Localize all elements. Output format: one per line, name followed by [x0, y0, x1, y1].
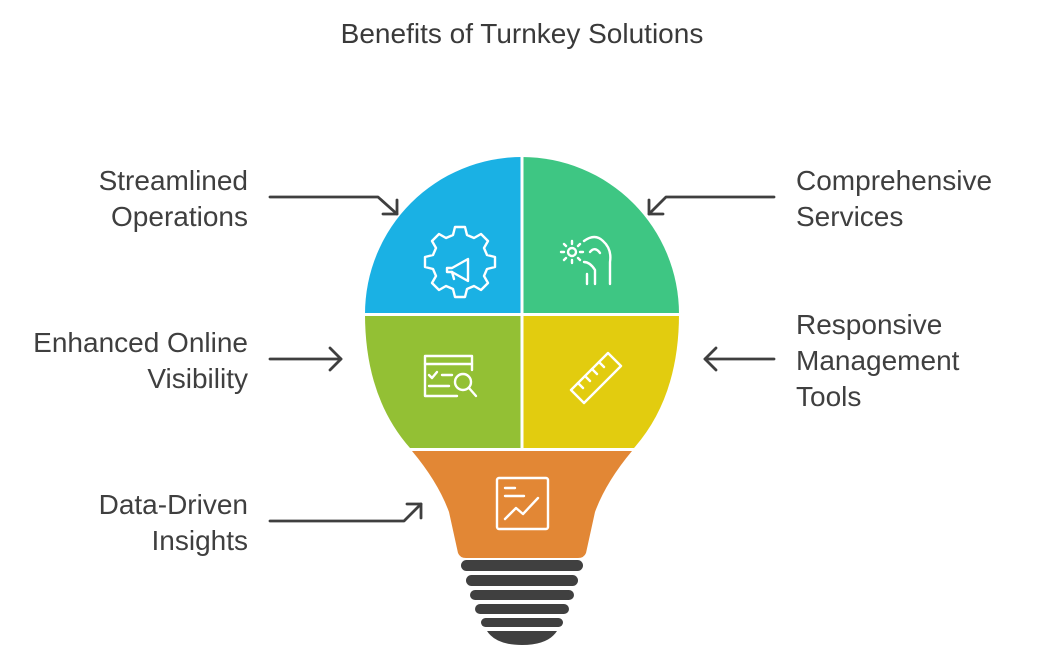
label-line: Streamlined — [98, 165, 248, 196]
bulb-screw-base — [461, 560, 583, 645]
chart-report-icon — [495, 476, 550, 531]
label-line: Visibility — [147, 363, 248, 394]
label-line: Data-Driven — [98, 489, 248, 520]
screw-thread — [461, 560, 583, 571]
segment-enhanced-online-visibility — [365, 316, 521, 448]
segment-data-driven-insights — [412, 451, 632, 558]
arrow-insights — [268, 502, 423, 523]
label-data-driven-insights: Data-Driven Insights — [99, 487, 248, 559]
label-line: Comprehensive — [796, 165, 993, 196]
arrow-visibility — [268, 346, 343, 372]
browser-search-icon — [423, 354, 478, 398]
label-line: Operations — [111, 201, 248, 232]
arrow-streamlined — [268, 195, 399, 216]
screw-thread — [466, 575, 578, 586]
label-streamlined-operations: Streamlined Operations — [99, 163, 248, 235]
label-line: Enhanced Online — [33, 327, 248, 358]
gear-megaphone-icon — [423, 225, 497, 299]
ruler-icon — [569, 351, 623, 405]
label-enhanced-online-visibility: Enhanced Online Visibility — [33, 325, 248, 397]
screw-thread — [481, 618, 563, 627]
label-responsive-management-tools: Responsive Management Tools — [796, 307, 959, 415]
label-line: Management — [796, 345, 960, 376]
screw-thread — [470, 590, 574, 600]
screw-tip — [487, 631, 557, 645]
label-line: Responsive — [796, 309, 943, 340]
label-line: Tools — [796, 381, 862, 412]
label-line: Insights — [151, 525, 249, 556]
label-line: Services — [796, 201, 904, 232]
diagram-title: Benefits of Turnkey Solutions — [340, 18, 704, 49]
hand-gear-icon — [559, 235, 612, 286]
arrow-comprehensive — [647, 195, 776, 216]
label-comprehensive-services: Comprehensive Services — [796, 163, 992, 235]
screw-thread — [475, 604, 569, 614]
segment-comprehensive-services — [523, 157, 679, 313]
arrow-responsive — [703, 346, 776, 372]
